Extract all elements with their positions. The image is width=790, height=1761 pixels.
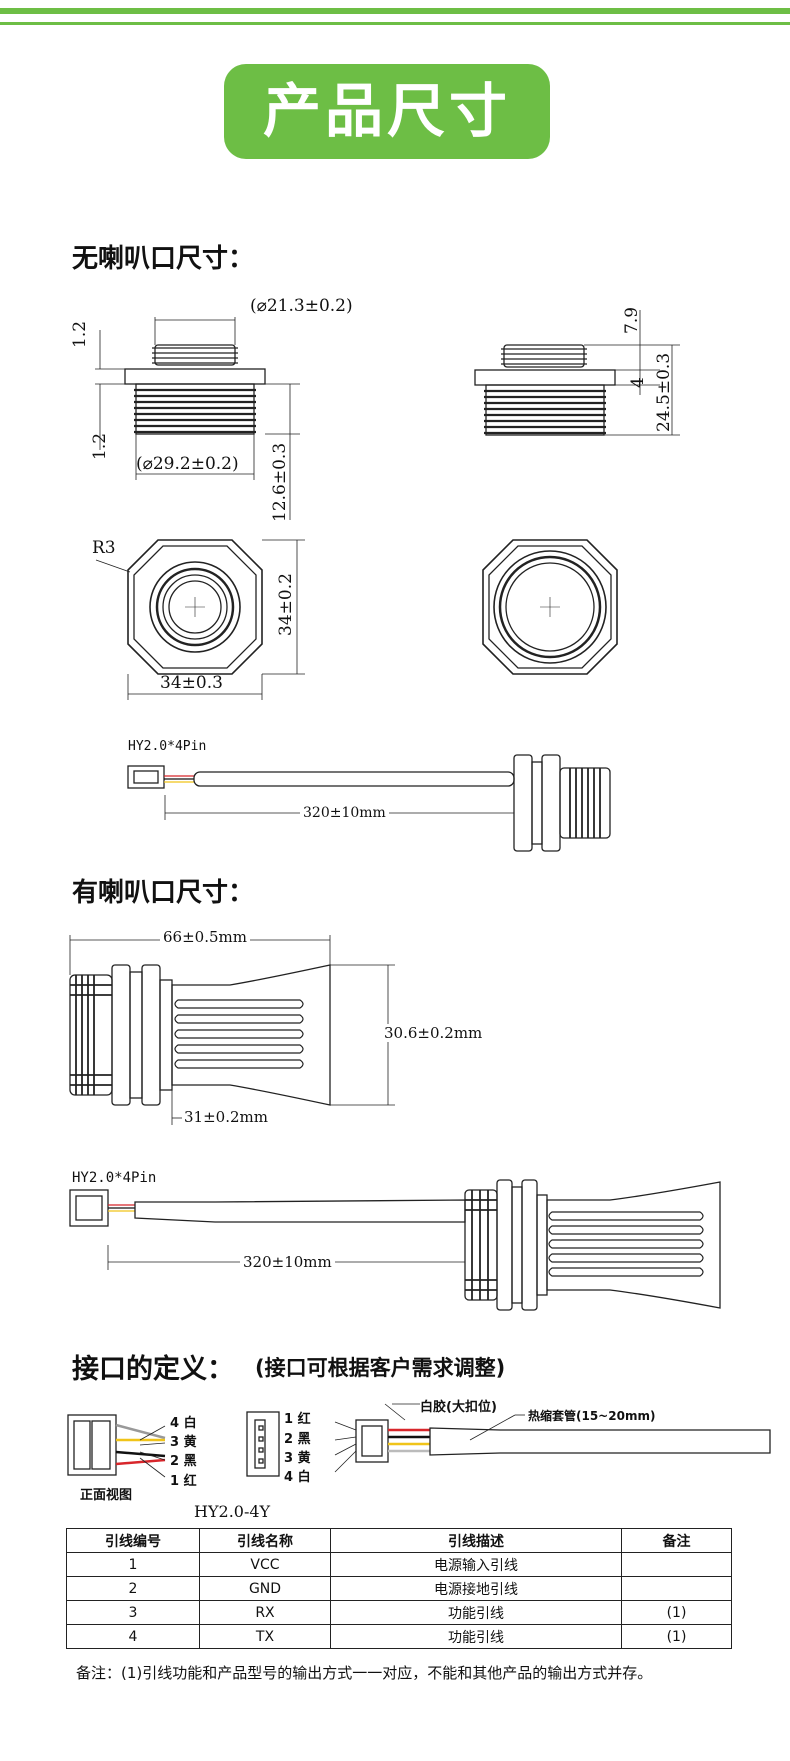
cell-remark: (1): [621, 1600, 732, 1625]
cell-no: 4: [66, 1624, 200, 1649]
side-pin-2: 2 黑: [284, 1432, 311, 1447]
interface-subtitle: (接口可根据客户需求调整): [255, 1356, 506, 1380]
table-note: 备注：(1)引线功能和产品型号的输出方式一一对应，不能和其他产品的输出方式并存。: [76, 1664, 653, 1682]
table-row: 1 VCC 电源输入引线: [66, 1552, 732, 1577]
cell-no: 2: [66, 1576, 200, 1601]
cell-desc: 功能引线: [330, 1600, 622, 1625]
table-row: 2 GND 电源接地引线: [66, 1576, 732, 1601]
cable-len-2: 320±10mm: [240, 1253, 335, 1271]
dim-thread-dia: (⌀29.2±0.2): [136, 454, 239, 474]
side-pin-4: 4 白: [284, 1470, 311, 1485]
top-thread-lines: [152, 347, 238, 364]
top-bar-thick: [0, 8, 790, 14]
cell-remark: [621, 1552, 732, 1577]
shrink-tube-label: 热缩套管(15~20mm): [528, 1409, 656, 1423]
cell-name: RX: [199, 1600, 331, 1625]
cell-desc: 功能引线: [330, 1624, 622, 1649]
cell-remark: [621, 1576, 732, 1601]
cell-no: 1: [66, 1552, 200, 1577]
cell-remark: (1): [621, 1624, 732, 1649]
section-no-horn-title: 无喇叭口尺寸：: [72, 244, 255, 274]
side-pin-1: 1 红: [284, 1412, 311, 1427]
front-pin-3: 3 黄: [170, 1435, 197, 1450]
white-glue-label: 白胶(大扣位): [420, 1400, 497, 1415]
front-pin-2: 2 黑: [170, 1454, 197, 1469]
header-wire-name: 引线名称: [199, 1528, 331, 1553]
table-header-row: 引线编号 引线名称 引线描述 备注: [66, 1528, 732, 1553]
side-pin-3: 3 黄: [284, 1451, 311, 1466]
cell-name: GND: [199, 1576, 331, 1601]
cell-name: TX: [199, 1624, 331, 1649]
dim-horn-dia: 30.6±0.2mm: [382, 1024, 485, 1042]
front-pin-4: 4 白: [170, 1416, 197, 1431]
dim-top-dia: (⌀21.3±0.2): [250, 296, 353, 316]
header-remark: 备注: [621, 1528, 732, 1553]
header-wire-desc: 引线描述: [330, 1528, 622, 1553]
cell-desc: 电源接地引线: [330, 1576, 622, 1601]
front-view-label: 正面视图: [80, 1488, 133, 1503]
page-title: 产品尺寸: [224, 64, 550, 159]
table-row: 4 TX 功能引线 (1): [66, 1624, 732, 1649]
header-wire-no: 引线编号: [66, 1528, 200, 1553]
interface-title: 接口的定义：: [72, 1354, 234, 1385]
connector-label-2: HY2.0*4Pin: [72, 1170, 157, 1186]
cell-no: 3: [66, 1600, 200, 1625]
dim-radius: R3: [92, 538, 116, 558]
dim-hex-w: 34±0.3: [160, 673, 223, 693]
top-bar-thin: [0, 22, 790, 25]
cable-len-1: 320±10mm: [300, 805, 389, 821]
wire-table: 引线编号 引线名称 引线描述 备注 1 VCC 电源输入引线 2 GND 电源接…: [66, 1528, 732, 1649]
dim-horn-total-len: 66±0.5mm: [160, 928, 250, 946]
dim-horn-len: 31±0.2mm: [184, 1108, 268, 1126]
table-row: 3 RX 功能引线 (1): [66, 1600, 732, 1625]
connector-label-1: HY2.0*4Pin: [128, 739, 207, 754]
connector-model: HY2.0-4Y: [194, 1502, 271, 1521]
front-pin-1: 1 红: [170, 1474, 197, 1489]
section-horn-title: 有喇叭口尺寸：: [72, 878, 255, 908]
cell-desc: 电源输入引线: [330, 1552, 622, 1577]
cell-name: VCC: [199, 1552, 331, 1577]
